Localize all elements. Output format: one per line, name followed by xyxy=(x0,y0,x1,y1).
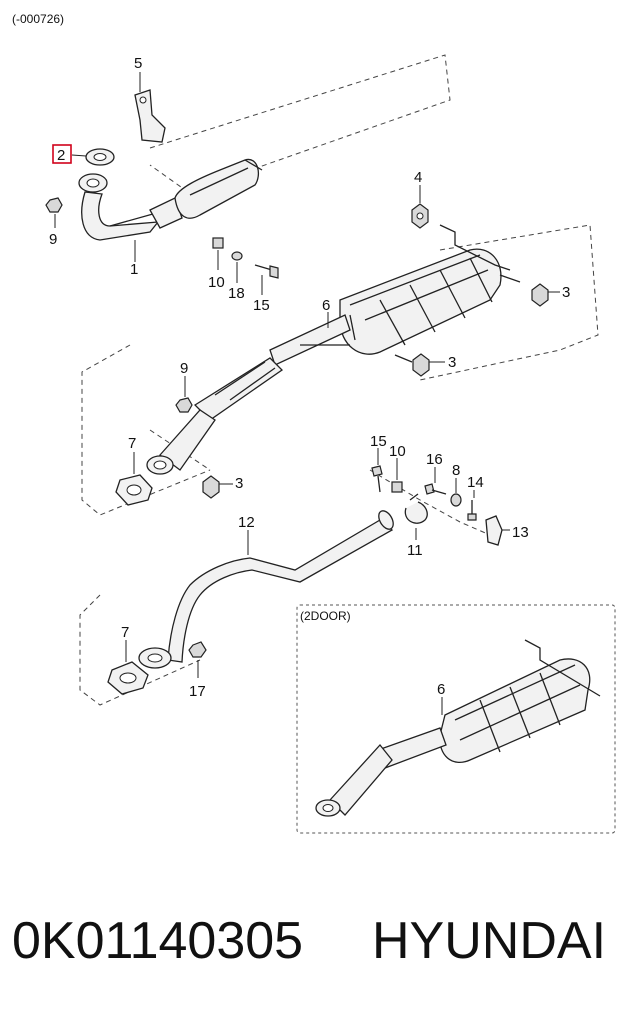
callout-18: 18 xyxy=(228,285,245,302)
bracket-part-5[interactable] xyxy=(134,72,166,143)
bolt-part-15-lower[interactable] xyxy=(371,448,383,493)
range-note: (-000726) xyxy=(12,12,64,26)
callout-8: 8 xyxy=(452,462,460,479)
pipe-flange-part-12 xyxy=(138,647,172,669)
callout-2-highlight xyxy=(52,144,72,164)
callout-3-middle: 3 xyxy=(448,354,456,371)
bolt-part-15-upper[interactable] xyxy=(254,264,279,295)
bolt-part-16[interactable] xyxy=(424,467,447,495)
gasket-part-2[interactable] xyxy=(71,148,115,166)
callout-2: 2 xyxy=(57,147,65,164)
callout-3-lower: 3 xyxy=(235,475,243,492)
callout-1: 1 xyxy=(130,261,138,278)
callout-7-lower: 7 xyxy=(121,624,129,641)
muffler-part-6[interactable] xyxy=(159,224,521,471)
callout-10-upper: 10 xyxy=(208,274,225,291)
callout-9-middle: 9 xyxy=(180,360,188,377)
washer-part-18[interactable] xyxy=(231,251,243,283)
callout-9-upper: 9 xyxy=(49,231,57,248)
pipe-flange-part-6 xyxy=(146,455,174,475)
callout-7-upper: 7 xyxy=(128,435,136,452)
nut-part-9-middle[interactable] xyxy=(175,376,193,413)
nut-part-17[interactable] xyxy=(188,641,207,678)
brand-name: HYUNDAI xyxy=(372,912,607,970)
front-pipe-part-1[interactable] xyxy=(78,158,263,262)
callout-15-lower: 15 xyxy=(370,433,387,450)
clip-part-10-lower[interactable] xyxy=(391,458,403,493)
bracket-part-13[interactable] xyxy=(485,515,510,546)
washer-part-8[interactable] xyxy=(450,478,462,507)
pin-part-14[interactable] xyxy=(467,490,477,521)
nut-part-9-upper[interactable] xyxy=(45,197,63,228)
hanger-part-3-lower[interactable] xyxy=(202,475,233,499)
variant-2door-box: (2DOOR) xyxy=(296,604,616,834)
callout-16: 16 xyxy=(426,451,443,468)
hanger-part-3-middle[interactable] xyxy=(412,353,445,377)
center-pipe-part-12[interactable] xyxy=(167,508,396,663)
gasket-part-7-upper[interactable] xyxy=(115,452,153,506)
callout-12: 12 xyxy=(238,514,255,531)
phantom-outlines xyxy=(79,54,599,706)
callout-6-2door: 6 xyxy=(437,681,445,698)
callout-4: 4 xyxy=(414,169,422,186)
hanger-part-4[interactable] xyxy=(411,185,429,229)
callout-11: 11 xyxy=(407,542,423,559)
part-number: 0K01140305 xyxy=(12,912,304,970)
caption: 0K01140305 HYUNDAI xyxy=(0,896,630,986)
callout-3-right: 3 xyxy=(562,284,570,301)
callout-14: 14 xyxy=(467,474,484,491)
callout-6-main: 6 xyxy=(322,297,330,314)
clamp-part-11[interactable] xyxy=(404,493,428,540)
variant-note: (2DOOR) xyxy=(300,609,351,623)
callout-15-upper: 15 xyxy=(253,297,270,314)
exhaust-system-diagram: (-000726) xyxy=(12,12,616,834)
clip-part-10-upper[interactable] xyxy=(212,237,224,270)
callout-10-lower: 10 xyxy=(389,443,406,460)
callout-17: 17 xyxy=(189,683,206,700)
callout-5: 5 xyxy=(134,55,142,72)
gasket-part-7-lower[interactable] xyxy=(107,640,149,695)
callout-labels: 5 2 9 1 10 18 15 4 3 6 3 9 7 3 15 10 16 … xyxy=(49,55,570,700)
hanger-part-3-right[interactable] xyxy=(531,283,560,307)
callout-13: 13 xyxy=(512,524,529,541)
